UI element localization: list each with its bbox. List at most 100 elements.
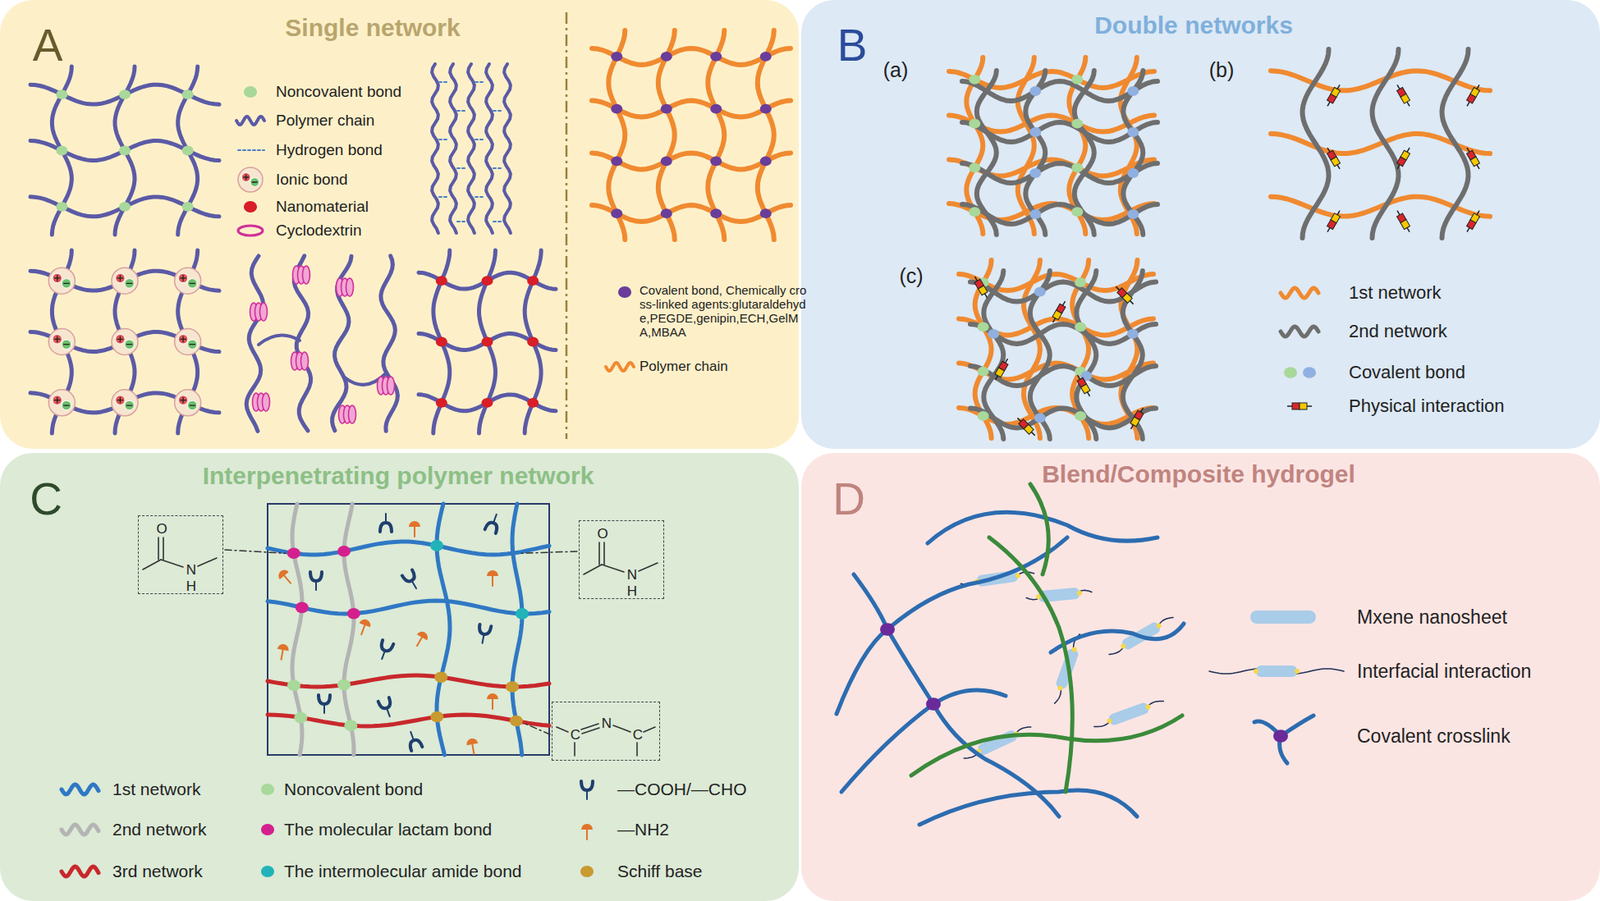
bond-dot <box>287 679 301 692</box>
stroke <box>180 397 186 403</box>
stroke <box>189 283 195 285</box>
stroke <box>439 138 450 141</box>
legend-swatch <box>618 286 632 298</box>
sub-panel-label: (b) <box>1209 58 1235 83</box>
shape <box>61 339 72 350</box>
physical-interaction <box>1464 82 1483 108</box>
bond-dot <box>55 146 68 156</box>
atom-label: N <box>601 715 612 733</box>
shape <box>250 178 260 188</box>
stroke <box>472 744 474 755</box>
bond-dot <box>1071 74 1083 85</box>
stroke <box>413 527 416 537</box>
stroke <box>160 559 184 568</box>
legend-text: 1st network <box>1348 282 1442 303</box>
stroke <box>61 825 99 835</box>
bond-dot <box>987 329 1000 340</box>
shape <box>124 279 135 289</box>
stroke <box>318 695 331 705</box>
bond-dot <box>710 208 722 219</box>
shape <box>1071 646 1078 654</box>
stroke <box>475 196 486 198</box>
ionic-bond <box>48 389 75 417</box>
bond-dot <box>1074 411 1087 422</box>
stroke <box>243 174 249 180</box>
shape <box>115 334 126 345</box>
panel-letter: B <box>837 19 868 72</box>
stroke <box>457 167 468 170</box>
ionic-bond <box>111 329 138 356</box>
shape <box>178 334 188 345</box>
stroke <box>117 275 123 281</box>
stroke <box>380 256 399 432</box>
physical-interaction <box>1394 209 1413 234</box>
atom-label: H <box>186 578 197 596</box>
physical-interaction <box>1394 146 1413 171</box>
bond-dot <box>1034 412 1046 423</box>
stroke <box>408 738 422 752</box>
stroke <box>1030 270 1050 440</box>
stroke <box>433 250 450 434</box>
stroke <box>439 196 450 198</box>
stroke <box>524 250 541 434</box>
bond-dot <box>527 398 539 409</box>
stroke <box>601 564 624 573</box>
stroke <box>493 220 504 223</box>
physical-interaction <box>971 275 991 300</box>
stroke <box>258 335 300 345</box>
stroke <box>836 537 1068 715</box>
stroke <box>275 568 289 580</box>
panel-letter: A <box>32 19 64 72</box>
bond-dot <box>119 89 131 100</box>
stroke <box>975 276 988 298</box>
bond-dot <box>481 337 494 348</box>
shape <box>1299 403 1307 410</box>
stroke <box>142 559 161 570</box>
panel-ground <box>0 0 799 450</box>
stroke <box>643 727 656 733</box>
stroke <box>1372 49 1399 239</box>
panel-title: Single network <box>284 13 460 43</box>
legend-swatch <box>580 866 594 878</box>
bond-dot <box>295 602 309 615</box>
stroke <box>457 110 468 112</box>
stroke <box>493 110 504 112</box>
stroke <box>485 521 500 534</box>
shape <box>1470 156 1480 167</box>
bond-dot <box>977 411 990 422</box>
panel-letter: C <box>29 473 63 526</box>
bond-dot <box>710 104 722 115</box>
stroke <box>1030 484 1049 575</box>
shape <box>1256 665 1298 678</box>
legend-text: Covalent crosslink <box>1357 725 1511 748</box>
legend-text: Nanomaterial <box>275 197 369 216</box>
legend-text: 2nd network <box>112 820 207 840</box>
shape <box>1052 310 1062 321</box>
ionic-bond <box>48 267 75 294</box>
stroke <box>491 699 494 710</box>
atom-label: H <box>627 583 638 601</box>
legend-text: Schiff base <box>617 861 703 882</box>
bond-dot <box>710 51 722 62</box>
carboxyl-group <box>310 572 322 591</box>
stroke <box>1302 49 1330 239</box>
stroke <box>467 64 475 234</box>
shape <box>1077 591 1083 597</box>
bond-dot <box>1074 321 1087 332</box>
panel-letter: D <box>832 473 866 526</box>
stroke <box>1115 286 1133 304</box>
shape <box>178 395 188 406</box>
stroke <box>1123 70 1143 235</box>
shape <box>1330 213 1340 224</box>
bond-dot <box>977 321 990 332</box>
sub-panel-label: (a) <box>883 58 909 83</box>
amino-group <box>275 568 295 588</box>
stroke <box>479 250 496 434</box>
legend-text: 2nd network <box>1348 320 1448 342</box>
shape <box>178 273 188 284</box>
bond-dot <box>660 208 673 219</box>
bond-dot <box>527 337 539 348</box>
bond-dot <box>293 712 308 725</box>
bond-dot <box>182 146 194 156</box>
structure-box: ONH <box>578 520 665 600</box>
